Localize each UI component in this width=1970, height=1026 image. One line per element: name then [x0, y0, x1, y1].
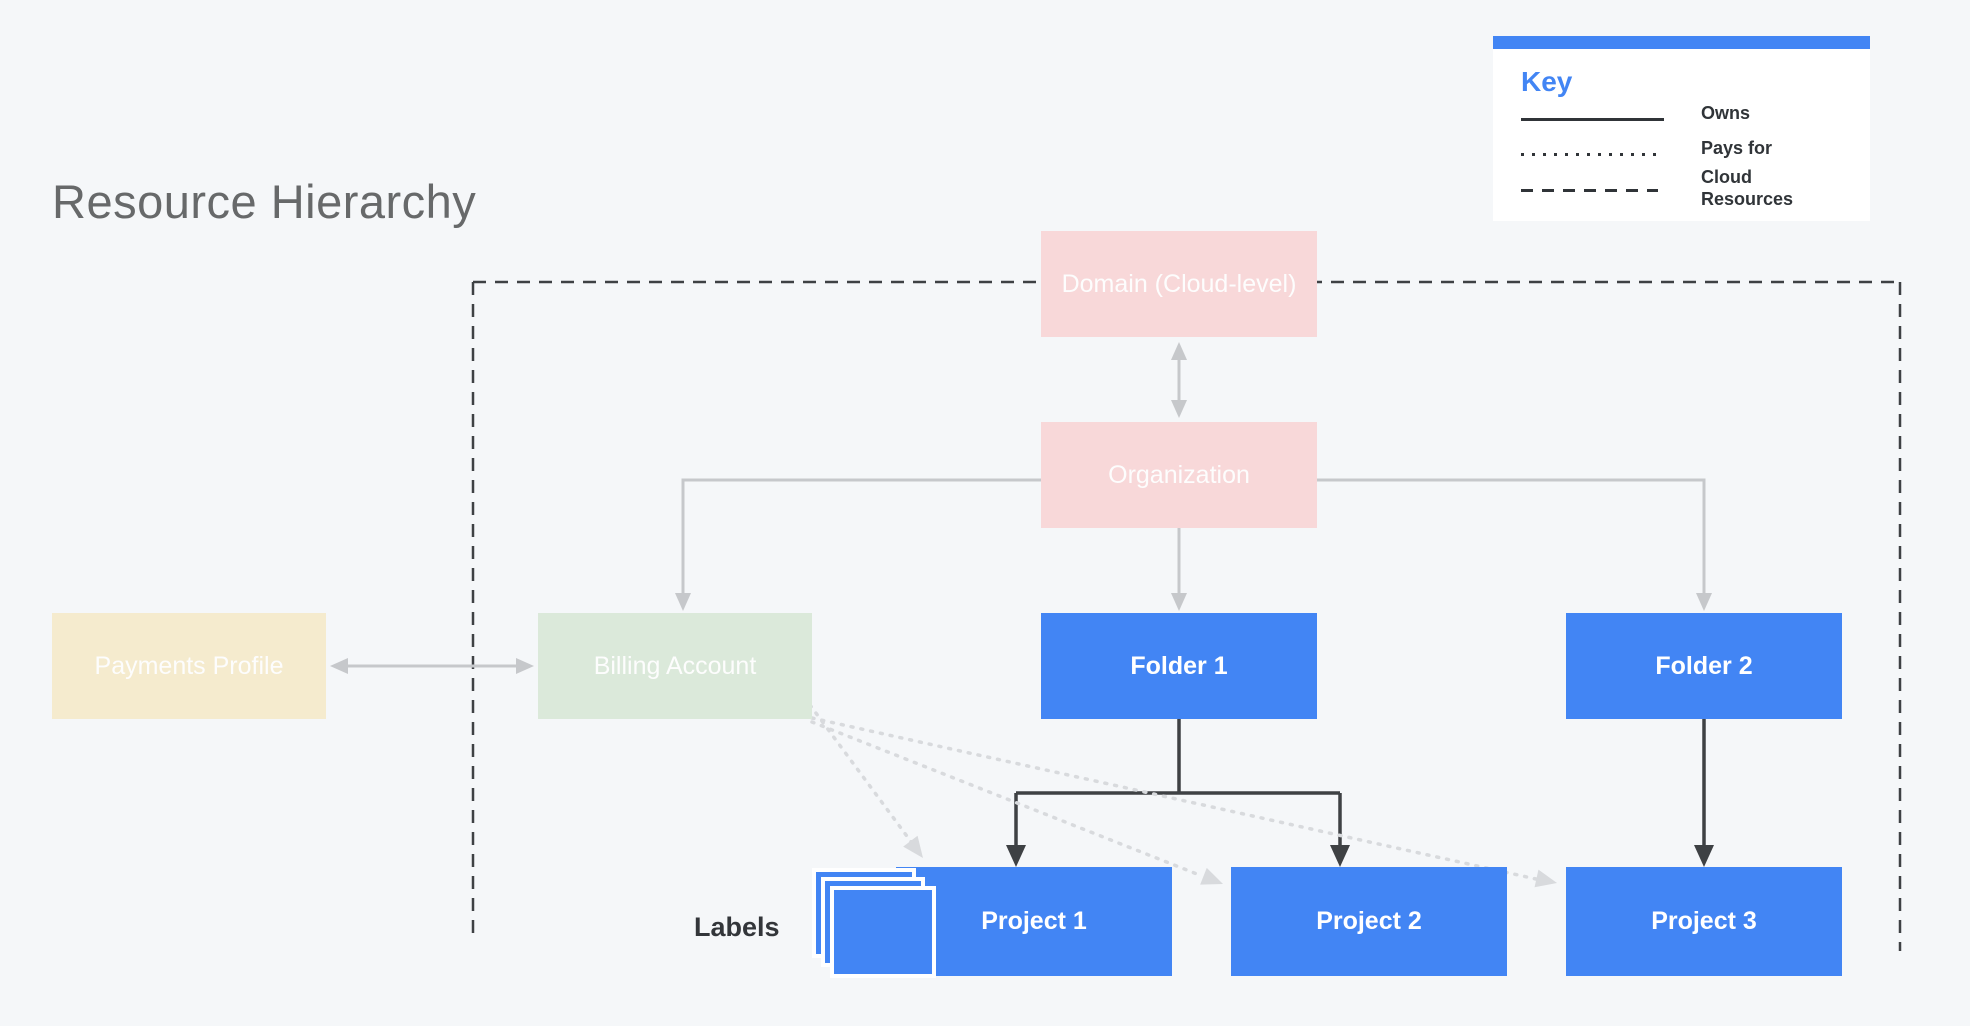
- billing-paysfor-project2-line: [810, 720, 1204, 878]
- node-organization: Organization: [1041, 422, 1317, 528]
- legend-label-cloud-resources: Cloud Resources: [1701, 167, 1794, 209]
- legend-panel: Key Owns Pays for Cloud Resources: [1493, 36, 1870, 221]
- node-project-3: Project 3: [1566, 867, 1842, 976]
- legend-label-owns: Owns: [1701, 103, 1751, 123]
- billing-paysfor-project3-line: [810, 716, 1538, 881]
- page-title: Resource Hierarchy: [52, 175, 477, 228]
- node-payments-profile: Payments Profile: [52, 613, 326, 719]
- arrowhead-project1: [1006, 845, 1026, 867]
- arrowhead-payments: [330, 658, 348, 674]
- arrowhead-billing: [675, 593, 691, 611]
- arrowhead-folder2: [1696, 593, 1712, 611]
- organization-folder2-line: [1317, 478, 1706, 595]
- arrowhead-project2: [1330, 845, 1350, 867]
- arrowhead-folder1: [1171, 593, 1187, 611]
- legend-label-pays-for: Pays for: [1701, 138, 1773, 158]
- labels-caption: Labels: [694, 912, 780, 942]
- paysfor-arrowhead-project1: [903, 835, 923, 858]
- cloud-resources-line-sample: [1521, 189, 1658, 192]
- billing-paysfor-project1-line: [808, 703, 914, 845]
- node-project-2: Project 2: [1231, 867, 1507, 976]
- organization-billing-line: [681, 478, 1041, 595]
- pays-for-line-sample: [1521, 153, 1661, 156]
- arrowhead-billing-left: [516, 658, 534, 674]
- labels-cards-icon: [830, 886, 936, 978]
- arrowhead-up-domain: [1171, 342, 1187, 360]
- node-project-1: Project 1: [896, 867, 1172, 976]
- arrowhead-down-organization: [1171, 400, 1187, 418]
- owns-line-sample: [1521, 118, 1664, 121]
- node-folder-2: Folder 2: [1566, 613, 1842, 719]
- node-billing-account: Billing Account: [538, 613, 812, 719]
- paysfor-arrowhead-project3: [1534, 869, 1557, 888]
- legend-title: Key: [1521, 66, 1573, 97]
- folder1-projects-line: [1014, 719, 1342, 845]
- arrowhead-project3: [1694, 845, 1714, 867]
- node-domain: Domain (Cloud-level): [1041, 231, 1317, 337]
- legend-accent-bar: [1493, 36, 1870, 49]
- paysfor-arrowhead-project2: [1200, 867, 1223, 885]
- node-folder-1: Folder 1: [1041, 613, 1317, 719]
